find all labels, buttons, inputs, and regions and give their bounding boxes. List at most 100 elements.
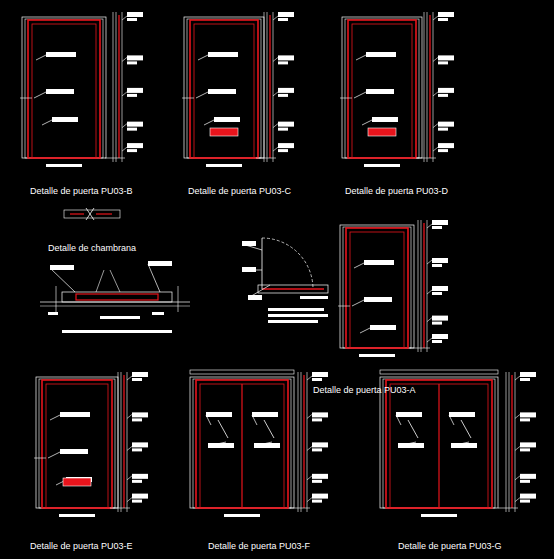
door-frame: [36, 377, 118, 508]
note-block: [520, 500, 530, 503]
note-block: [132, 474, 148, 479]
door-leaf: [241, 384, 242, 508]
note-block: [432, 340, 442, 343]
door-leaf: [28, 20, 100, 158]
note-block: [370, 325, 396, 330]
door-leaf: [352, 24, 412, 158]
leader-line: [352, 300, 364, 306]
note-block: [46, 89, 74, 94]
note-block: [438, 128, 448, 131]
section-leaf: [511, 375, 512, 508]
floor-line: [410, 348, 430, 349]
note-block: [432, 292, 442, 295]
note-block: [278, 143, 294, 148]
note-block: [46, 164, 82, 167]
note-block: [208, 89, 236, 94]
note-block: [438, 143, 454, 148]
leader-line: [307, 414, 312, 418]
trim-section: [96, 213, 112, 214]
note-block: [127, 149, 137, 152]
note-block: [268, 314, 328, 317]
leader-line: [42, 120, 52, 125]
leader-line: [34, 458, 46, 459]
note-block: [438, 12, 454, 17]
door-swing: [262, 238, 263, 289]
leader-line: [122, 57, 127, 61]
note-block: [366, 89, 394, 94]
note-block: [312, 480, 322, 483]
note-block: [278, 18, 288, 21]
door-leaf: [386, 380, 492, 508]
section-line: [127, 372, 128, 512]
leader-line: [515, 446, 520, 450]
note-block: [451, 443, 477, 448]
door-frame: [187, 19, 261, 158]
dimension-line: [190, 370, 294, 374]
leader-line: [96, 270, 104, 292]
leader-line: [360, 328, 370, 333]
wall-line: [178, 286, 179, 312]
section-line: [506, 372, 507, 512]
leader-line: [196, 92, 208, 98]
note-block: [224, 514, 260, 517]
leader-line: [273, 92, 278, 96]
leader-line: [433, 124, 438, 128]
door-leaf: [196, 380, 288, 508]
leader-line: [515, 476, 520, 480]
note-block: [60, 449, 88, 454]
detail-title: Detalle de puerta PU03-A: [313, 385, 416, 396]
leader-line: [427, 318, 432, 322]
note-block: [132, 412, 148, 417]
note-block: [278, 149, 288, 152]
leader-line: [338, 306, 350, 307]
note-block: [148, 261, 172, 266]
leader-line: [34, 92, 46, 98]
leader-line: [433, 147, 438, 151]
note-block: [208, 52, 238, 57]
leader-line: [127, 414, 132, 418]
leader-line: [273, 16, 278, 20]
note-block: [432, 258, 448, 263]
kick-plate: [210, 128, 238, 136]
door-frame: [340, 225, 414, 348]
trim-section: [86, 208, 94, 220]
wall-line: [40, 306, 190, 307]
door-frame: [193, 379, 291, 508]
note-block: [312, 494, 328, 499]
note-block: [372, 117, 398, 122]
note-block: [432, 286, 448, 291]
leader-line: [461, 420, 471, 438]
section-leaf: [303, 375, 304, 508]
floor-line: [105, 158, 125, 159]
door-frame: [184, 17, 264, 158]
leader-line: [110, 270, 120, 292]
note-block: [432, 220, 448, 225]
leader-line: [427, 290, 432, 294]
note-block: [152, 312, 164, 315]
leader-line: [427, 224, 432, 228]
note-block: [127, 61, 137, 64]
note-block: [206, 164, 242, 167]
detail-title: Detalle de puerta PU03-G: [398, 541, 502, 552]
door-leaf: [42, 380, 112, 508]
leader-line: [433, 16, 438, 20]
door-frame: [22, 17, 106, 158]
note-block: [127, 88, 143, 93]
note-block: [127, 128, 137, 131]
note-block: [132, 494, 148, 499]
note-block: [312, 372, 328, 377]
leader-line: [20, 98, 32, 99]
note-block: [278, 61, 288, 64]
section-line: [421, 220, 422, 352]
door-leaf: [200, 384, 284, 508]
section-line: [121, 372, 122, 512]
note-block: [520, 418, 530, 421]
trim-section: [262, 288, 324, 289]
leader-line: [50, 268, 75, 292]
leader-line: [127, 376, 132, 380]
leader-line: [340, 98, 352, 99]
note-block: [100, 316, 140, 319]
section-line: [515, 372, 516, 512]
note-block: [364, 297, 392, 302]
